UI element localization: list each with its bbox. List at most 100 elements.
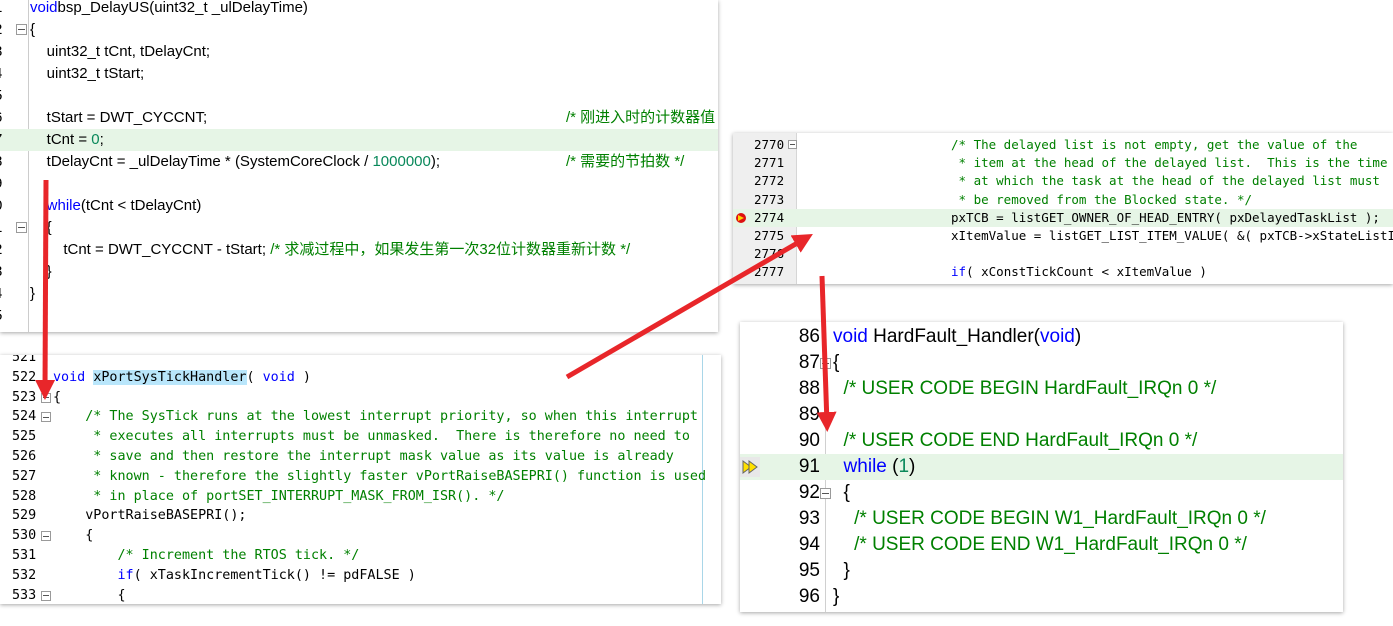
code-text: } [833,584,839,610]
code-line[interactable]: 94 /* USER CODE END W1_HardFault_IRQn 0 … [740,532,1343,558]
code-line[interactable]: 2772 * at which the task at the head of … [733,172,1393,190]
code-token: { [53,587,126,603]
fold-toggle-icon[interactable] [820,488,831,499]
line-number: 1 [0,0,10,19]
breakpoint-arrow-icon[interactable] [735,212,747,224]
editor-panel-hardfault-handler[interactable]: 86 void HardFault_Handler(void)87{88 /* U… [740,322,1343,612]
code-line[interactable]: 1 { [0,217,718,239]
code-line[interactable]: 90 /* USER CODE END HardFault_IRQn 0 */ [740,428,1343,454]
code-line[interactable]: 1voidbsp_DelayUS(uint32_t _ulDelayTime) [0,0,718,19]
inline-comment: /* 需要的节拍数 */ [566,153,685,170]
code-line[interactable]: 92 { [740,480,1343,506]
code-token: { [30,21,36,38]
line-number: 2774 [754,209,785,225]
code-token: void [30,0,58,16]
line-number: 2771 [754,155,785,171]
editor-panel-task-delayed-list[interactable]: 2770/* The delayed list is not empty, ge… [733,133,1393,284]
code-line[interactable]: 524 /* The SysTick runs at the lowest in… [0,407,721,427]
code-token: } [30,285,36,302]
code-line[interactable]: 5 [0,85,718,107]
fold-toggle-icon[interactable] [788,140,797,149]
code-text: while (1) [833,454,916,480]
code-line[interactable]: 88 /* USER CODE BEGIN HardFault_IRQn 0 *… [740,376,1343,402]
code-line[interactable]: 91 while (1) [740,454,1343,480]
code-line[interactable]: 95 } [740,558,1343,584]
code-text: uint32_t tStart; [30,63,145,85]
code-line[interactable]: 525 * executes all interrupts must be un… [0,427,721,447]
code-line[interactable]: 521 [0,355,721,368]
line-number: 2773 [754,191,785,207]
code-line[interactable]: 3 uint32_t tCnt, tDelayCnt; [0,41,718,63]
code-line[interactable]: 87{ [740,350,1343,376]
code-line[interactable]: 527 * known - therefore the slightly fas… [0,467,721,487]
line-number: 96 [798,586,820,607]
code-text: } [30,283,35,305]
code-line[interactable]: 2{ [0,19,718,41]
code-line[interactable]: 528 * in place of portSET_INTERRUPT_MASK… [0,487,721,507]
fold-toggle-icon[interactable] [820,358,831,369]
code-line[interactable]: 529 vPortRaiseBASEPRI(); [0,506,721,526]
line-number: 531 [12,548,37,563]
code-token: /* The delayed list is not empty, get th… [951,137,1358,152]
code-line[interactable]: 2770/* The delayed list is not empty, ge… [733,136,1393,154]
code-line[interactable]: 96} [740,584,1343,610]
code-line[interactable]: 532 if( xTaskIncrementTick() != pdFALSE … [0,566,721,586]
code-token: ( xConstTickCount < xItemValue ) [966,264,1207,280]
code-line[interactable]: 86 void HardFault_Handler(void) [740,324,1343,350]
code-token: * item at the head of the delayed list. … [951,155,1388,171]
fold-toggle-icon[interactable] [41,531,51,542]
code-line[interactable]: 6 tStart = DWT_CYCCNT;/* 刚进入时的计数器值 */ [0,107,718,129]
code-line[interactable]: 93 /* USER CODE BEGIN W1_HardFault_IRQn … [740,506,1343,532]
code-line[interactable]: 8 tDelayCnt = _ulDelayTime * (SystemCore… [0,151,718,173]
code-token: ); [430,153,441,170]
code-line[interactable]: 7 tCnt = 0; [0,129,718,151]
code-line[interactable]: 2771 * item at the head of the delayed l… [733,154,1393,172]
code-token: void [833,326,874,347]
code-line[interactable]: 0 while(tCnt < tDelayCnt) [0,195,718,217]
fold-toggle-icon[interactable] [16,24,27,35]
code-text: void HardFault_Handler(void) [833,324,1081,350]
code-line[interactable]: 530 { [0,526,721,546]
line-number: 533 [12,587,37,603]
code-line[interactable]: 2776 [733,245,1393,263]
code-text: while(tCnt < tDelayCnt) [30,195,202,217]
code-line[interactable]: 2773 * be removed from the Blocked state… [733,191,1393,209]
code-line[interactable]: 533 { [0,586,721,604]
code-line[interactable]: 523{ [0,388,721,408]
code-line[interactable]: 89 [740,402,1343,428]
code-line[interactable]: 2 tCnt = DWT_CYCCNT - tStart; /* 求减过程中，如… [0,239,718,261]
fold-toggle-icon[interactable] [41,590,51,601]
code-token: void [53,369,94,385]
line-number: 88 [798,378,820,399]
editor-panel-bsp-delay[interactable]: 1voidbsp_DelayUS(uint32_t _ulDelayTime)2… [0,0,718,332]
code-token: 1 [898,456,910,477]
code-token: uint32_t tStart; [30,65,145,82]
code-line[interactable]: 4 uint32_t tStart; [0,63,718,85]
fold-toggle-icon[interactable] [41,412,51,423]
line-number: 91 [798,456,820,477]
fold-toggle-icon[interactable] [41,392,51,403]
code-line[interactable]: 526 * save and then restore the interrup… [0,447,721,467]
code-line[interactable]: 4} [0,283,718,305]
line-number: 86 [798,326,820,347]
code-line[interactable]: 5 [0,305,718,327]
code-line[interactable]: 9 [0,173,718,195]
line-number: 529 [12,508,37,524]
code-line[interactable]: 531 /* Increment the RTOS tick. */ [0,546,721,566]
code-token: pxTCB = listGET_OWNER_OF_HEAD_ENTRY( pxD… [951,209,1380,225]
line-number: 526 [12,449,37,464]
fold-toggle-icon[interactable] [16,222,27,233]
code-token: { [53,389,62,405]
code-token: ) [909,456,916,477]
code-text: { [53,526,93,546]
code-text: xItemValue = listGET_LIST_ITEM_VALUE( &(… [951,227,1393,245]
code-token: } [833,586,840,607]
line-number: 4 [0,63,10,85]
code-token: /* The SysTick runs at the lowest interr… [53,409,698,425]
code-line[interactable]: 2774 pxTCB = listGET_OWNER_OF_HEAD_ENTRY(… [733,208,1393,227]
code-line[interactable]: 3 } [0,261,718,283]
